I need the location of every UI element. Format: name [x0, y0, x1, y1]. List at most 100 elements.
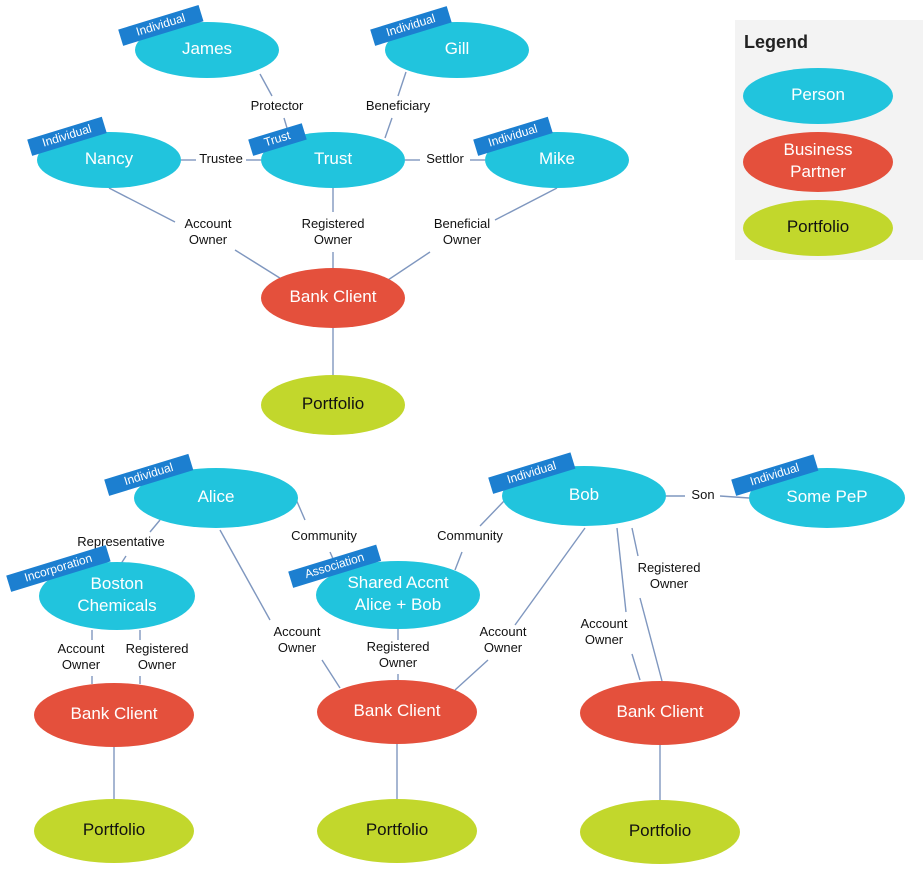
node-james[interactable]: James: [135, 22, 279, 78]
label-line: Alice + Bob: [355, 595, 441, 614]
business_partner-ellipse: [34, 683, 194, 747]
node-bank4[interactable]: Bank Client: [580, 681, 740, 745]
business_partner-ellipse: [317, 680, 477, 744]
legend-item-portfolio: Portfolio: [743, 200, 893, 256]
label-line: Account: [58, 641, 105, 656]
edge-bob-shared: [454, 499, 506, 571]
tag-banner: [6, 545, 111, 592]
person-ellipse: [749, 468, 905, 528]
person-ellipse: [39, 562, 195, 630]
tag-banner: [488, 452, 576, 494]
node-bank3[interactable]: Bank Client: [317, 680, 477, 744]
label-line: Owner: [189, 232, 228, 247]
person-ellipse: [316, 561, 480, 629]
legend-title: Legend: [744, 32, 808, 52]
label-line: Owner: [314, 232, 353, 247]
label-line: Account: [480, 624, 527, 639]
edge-line: [454, 551, 463, 571]
person-ellipse: [261, 132, 405, 188]
label-line: Registered: [302, 216, 365, 231]
node-port3[interactable]: Portfolio: [317, 799, 477, 863]
business_partner-swatch: [743, 132, 893, 192]
node-bob[interactable]: Bob: [502, 466, 666, 526]
node-port2[interactable]: Portfolio: [34, 799, 194, 863]
edge-line: [149, 519, 161, 533]
label-line: Boston: [91, 574, 144, 593]
edge-label-bob-pep: Son: [691, 487, 714, 502]
edge-label-alice-shared: Community: [291, 528, 357, 543]
node-label: Portfolio: [366, 820, 428, 839]
business_partner-ellipse: [261, 268, 405, 328]
node-alice[interactable]: Alice: [134, 468, 298, 528]
label-line: Some PeP: [786, 487, 867, 506]
tag-trust: Trust: [248, 123, 307, 156]
label-line: Trustee: [199, 151, 243, 166]
edge-line: [639, 597, 663, 682]
edge-line: [631, 527, 639, 557]
node-label: Bank Client: [617, 702, 704, 721]
label-line: Registered: [126, 641, 189, 656]
edge-line: [384, 117, 393, 139]
node-nancy[interactable]: Nancy: [37, 132, 181, 188]
node-bank1[interactable]: Bank Client: [261, 268, 405, 328]
edge-line: [616, 527, 627, 613]
label-line: Nancy: [85, 149, 134, 168]
node-label: Portfolio: [629, 821, 691, 840]
node-label: Mike: [539, 149, 575, 168]
label-line: Registered: [638, 560, 701, 575]
tag-banner: [248, 123, 307, 156]
label-line: Portfolio: [83, 820, 145, 839]
node-port1[interactable]: Portfolio: [261, 375, 405, 435]
node-label: Nancy: [85, 149, 134, 168]
label-line: Owner: [650, 576, 689, 591]
edge-mike-bank1: [387, 187, 558, 281]
portfolio-ellipse: [580, 800, 740, 864]
node-pep[interactable]: Some PeP: [749, 468, 905, 528]
node-port4[interactable]: Portfolio: [580, 800, 740, 864]
edge-line: [494, 187, 558, 221]
edge-line: [321, 659, 341, 689]
label-line: Bank Client: [354, 701, 441, 720]
label-line: Son: [691, 487, 714, 502]
label-line: Community: [437, 528, 503, 543]
edges: [91, 71, 750, 800]
edge-line: [719, 495, 750, 499]
legend-label: Portfolio: [787, 217, 849, 236]
label-line: Bank Client: [290, 287, 377, 306]
label-line: Settlor: [426, 151, 464, 166]
label-line: Portfolio: [629, 821, 691, 840]
label-line: Owner: [138, 657, 177, 672]
label-line: James: [182, 39, 232, 58]
label-line: Alice: [198, 487, 235, 506]
node-label: Some PeP: [786, 487, 867, 506]
node-label: Portfolio: [302, 394, 364, 413]
edge-label-gill-trust: Beneficiary: [366, 98, 431, 113]
edge-label-bob-shared: Community: [437, 528, 503, 543]
person-ellipse: [135, 22, 279, 78]
node-mike[interactable]: Mike: [485, 132, 629, 188]
tag-banner: [370, 6, 452, 46]
label-line: Mike: [539, 149, 575, 168]
node-trust[interactable]: Trust: [261, 132, 405, 188]
edge-alice-bank3: [219, 529, 341, 689]
node-gill[interactable]: Gill: [385, 22, 529, 78]
person-ellipse: [485, 132, 629, 188]
label-line: Person: [791, 85, 845, 104]
tag-banner: [288, 544, 382, 588]
node-label: Gill: [445, 39, 470, 58]
edge-label-alice-boston: Representative: [77, 534, 164, 549]
node-bank2[interactable]: Bank Client: [34, 683, 194, 747]
label-line: Bank Client: [71, 704, 158, 723]
label-line: Account: [274, 624, 321, 639]
label-line: Bob: [569, 485, 599, 504]
